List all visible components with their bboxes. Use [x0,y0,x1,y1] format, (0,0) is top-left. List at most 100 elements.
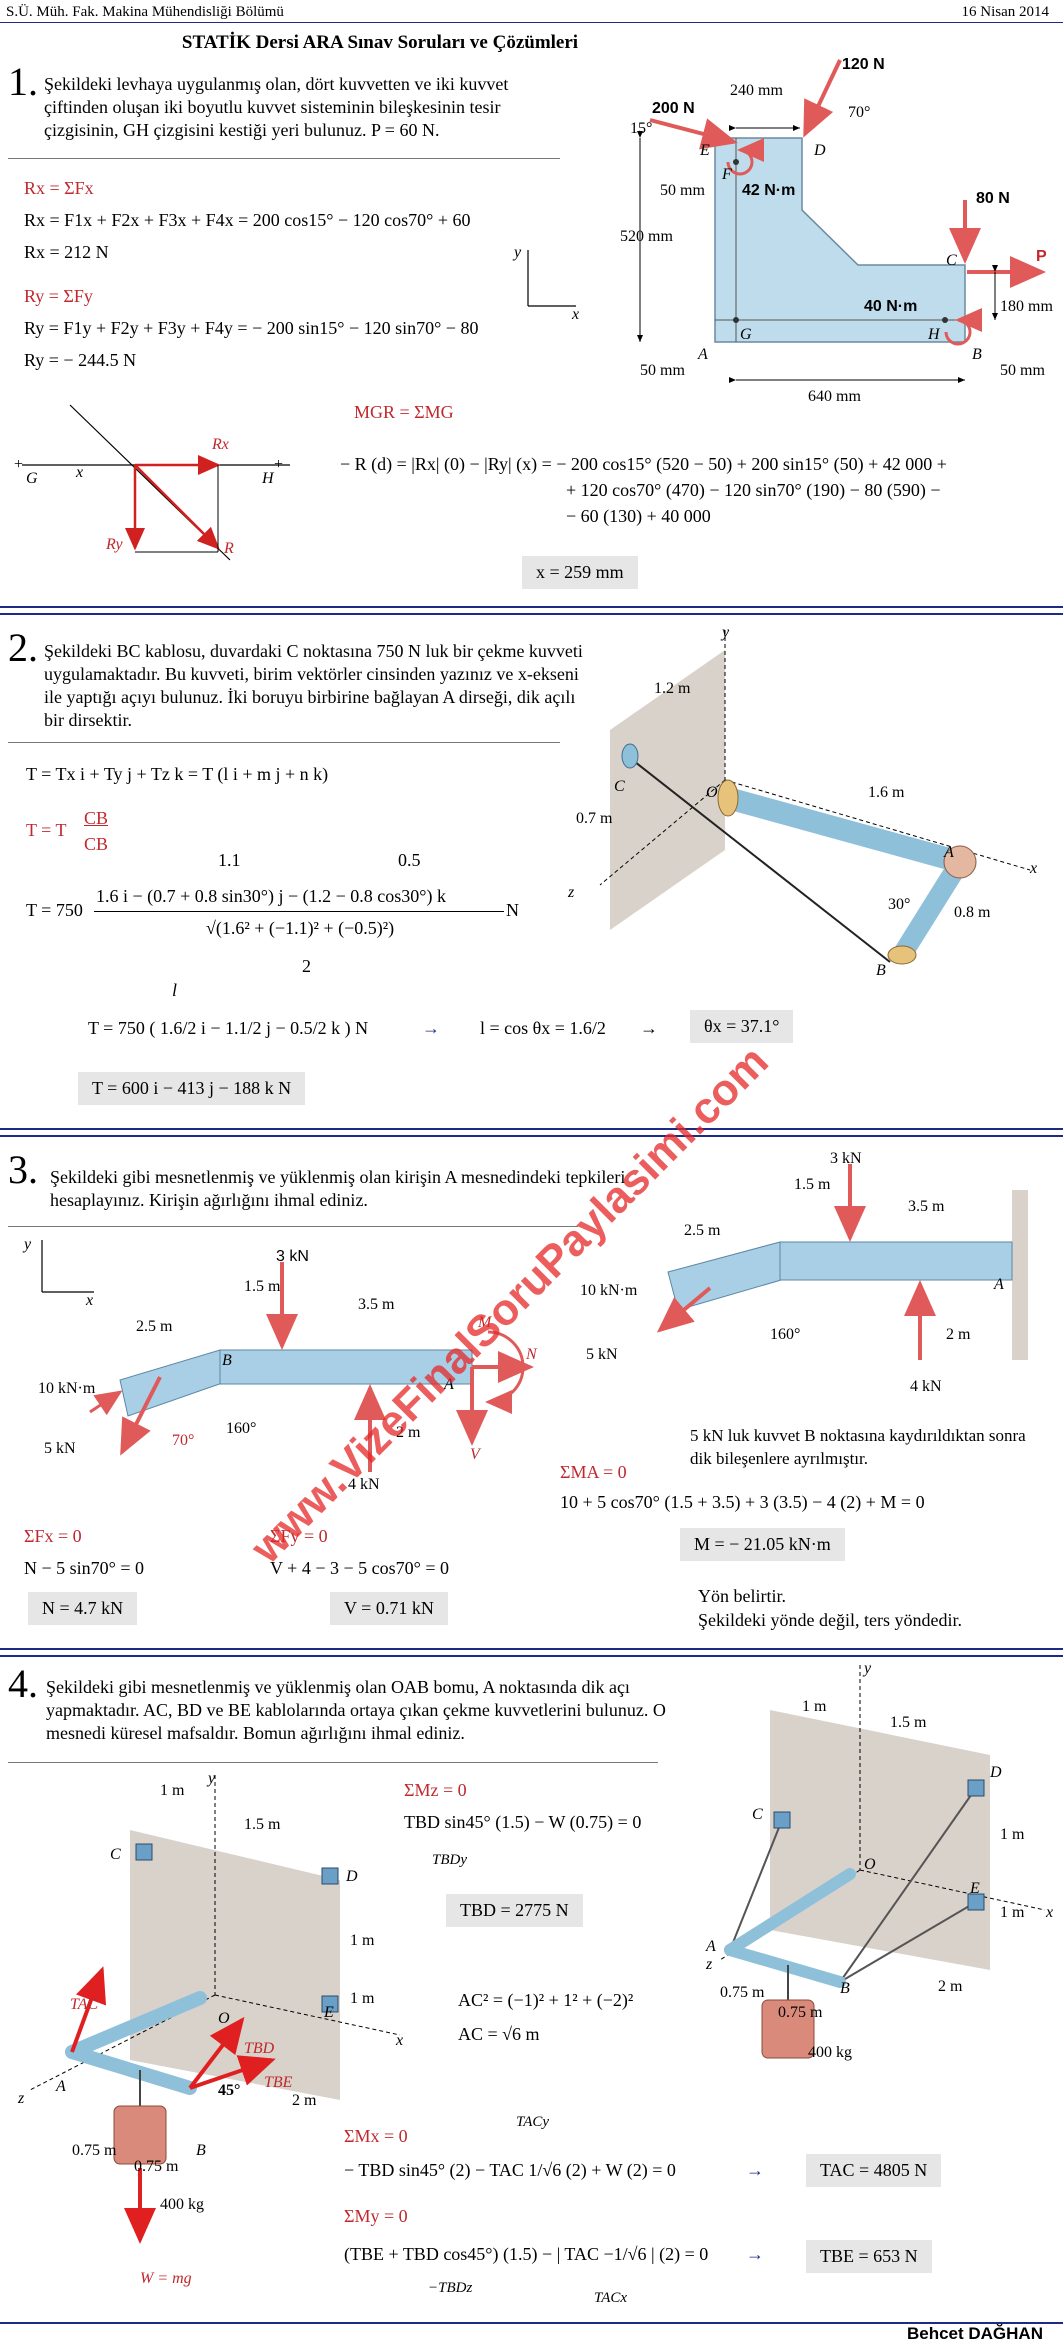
q2-angle-30: 30° [888,896,911,913]
q1-eq-moment-def: MGR = ΣMG [354,402,454,422]
q1-force-120: 120 N [842,56,885,73]
q1-dim-50b: 50 mm [640,362,685,379]
q1-point-a: A [698,346,708,363]
q1-dim-240: 240 mm [730,82,783,99]
q1-result: x = 259 mm [522,556,638,589]
q3-dim-25: 2.5 m [136,1318,173,1335]
q4-tac-label: TAC [70,1996,99,2013]
q2-fraction-bar [94,911,504,912]
q1-sketch-ry: Ry [106,536,123,553]
q1-dim-180: 180 mm [1000,298,1053,315]
q3-sum-ma-eq: 10 + 5 cos70° (1.5 + 3.5) + 3 (3.5) − 4 … [560,1492,925,1512]
q2-eq-unit-den: CB [84,834,109,854]
q4-tbd-label: TBD [244,2040,275,2057]
q4-point-o: O [218,2010,230,2027]
q3-sum-fy-eq: V + 4 − 3 − 5 cos70° = 0 [270,1558,449,1578]
q3-right-couple-10: 10 kN·m [580,1282,638,1299]
q3-point-b: B [222,1352,232,1369]
reaction-m-arrow [485,1330,525,1414]
section-rule-1 [0,606,1063,608]
q1-divider [8,158,560,159]
wall-plane [770,1710,990,1970]
tac-arrow [70,1966,107,2053]
footer-author: Behcet DAĞHAN [906,2324,1043,2343]
q1-eq-rx-def: Rx = ΣFx [24,178,94,198]
point-h [942,317,948,323]
q1-plate-figure [637,59,1046,383]
q4-tbdy: TBDy [432,1852,467,1868]
q2-overbrace-1: 1.1 [218,850,241,870]
q2-eq-750-num: 1.6 i − (0.7 + 0.8 sin30°) j − (1.2 − 0.… [96,886,446,906]
q2-axis-z: z [568,884,575,901]
q3-angle-70: 70° [172,1432,195,1449]
q4-right-dim-075-b: 0.75 m [778,2004,823,2021]
q3-angle-160: 160° [226,1420,257,1437]
q4-arrow-1: → [746,2160,764,2180]
boom-oa [724,1868,856,1956]
header-rule [0,22,1063,23]
pipe-oa [724,789,971,873]
q2-dim-12: 1.2 m [654,680,691,697]
q4-dim-1m-a: 1 m [350,1932,375,1949]
q4-tbe-result: TBE = 653 N [806,2240,932,2273]
anchor-d [321,1867,339,1885]
q4-dim-15: 1.5 m [244,1816,281,1833]
q4-angle-45: 45° [218,2082,241,2099]
q1-sketch-g: G [26,470,38,487]
r-arrow [134,464,220,550]
anchor-d [967,1779,985,1797]
q3-sum-ma: ΣMA = 0 [560,1462,627,1482]
cable-ac [729,1819,783,1951]
q4-tbd-result: TBD = 2775 N [446,1894,583,1927]
q4-right-point-o: O [864,1856,876,1873]
q3-dim-35: 3.5 m [358,1296,395,1313]
q3-n-result: N = 4.7 kN [28,1592,138,1625]
q4-boom-figure [719,1665,1046,2059]
q4-tbe-label: TBE [264,2074,293,2091]
wall-plane [130,1830,340,2100]
q2-arrow-2: → [640,1018,658,1038]
couple-10-arrow [89,1390,123,1416]
plate-shape [714,137,966,343]
q4-fbd-figure [29,1775,401,2244]
q4-tacx: TACx [594,2290,628,2306]
q3-right-angle-160: 160° [770,1326,801,1343]
q4-text: Şekildeki gibi mesnetlenmiş ve yüklenmiş… [46,1677,666,1743]
q4-sum-my: ΣMy = 0 [344,2206,408,2226]
q3-direction-1: Yön belirtir. [698,1586,786,1606]
q2-eq-750-lead: T = 750 [26,900,83,920]
q4-right-mass: 400 kg [808,2044,852,2061]
z-axis-line [599,779,726,886]
q4-right-axis-y: y [864,1660,872,1677]
q2-under-2: 2 [302,956,311,976]
anchor-e [967,1893,985,1911]
q4-right-dim-075-a: 0.75 m [720,1984,765,2001]
q2-theta-result: θx = 37.1° [690,1010,794,1043]
q4-right-dim-1m-a: 1 m [1000,1826,1025,1843]
beam-right-segment [779,1241,1013,1281]
x-axis-line [214,1994,401,2036]
q2-point-b: B [876,962,886,979]
q1-force-200: 200 N [652,100,695,117]
q2-point-c: C [614,778,625,795]
mass-400kg [113,2105,167,2165]
q4-point-e: E [324,2004,334,2021]
q2-eq-cos: l = cos θx = 1.6/2 [480,1018,606,1038]
q1-eq-moment-2: + 120 cos70° (470) − 120 sin70° (190) − … [566,480,941,500]
beam-right-segment [219,1349,473,1385]
q3-reaction-v: V [470,1446,480,1463]
q4-sum-mz-eq: TBD sin45° (1.5) − W (0.75) = 0 [404,1812,642,1832]
header-date: 16 Nisan 2014 [961,4,1050,20]
q3-note: 5 kN luk kuvvet B noktasına kaydırıldıkt… [690,1426,1026,1468]
q4-right-dim-2: 2 m [938,1978,963,1995]
q3-number: 3. [8,1147,38,1192]
q4-right-dim-15: 1.5 m [890,1714,927,1731]
cable-bc [629,757,891,963]
q3-sum-fy: ΣFy = 0 [270,1526,328,1546]
q1-number: 1. [8,59,38,104]
q3-right-dim-35: 3.5 m [908,1198,945,1215]
flange-b [887,945,917,965]
q4-mass: 400 kg [160,2196,204,2213]
q4-axis-y: y [208,1770,216,1787]
q3-fbd-figure [41,1240,534,1472]
